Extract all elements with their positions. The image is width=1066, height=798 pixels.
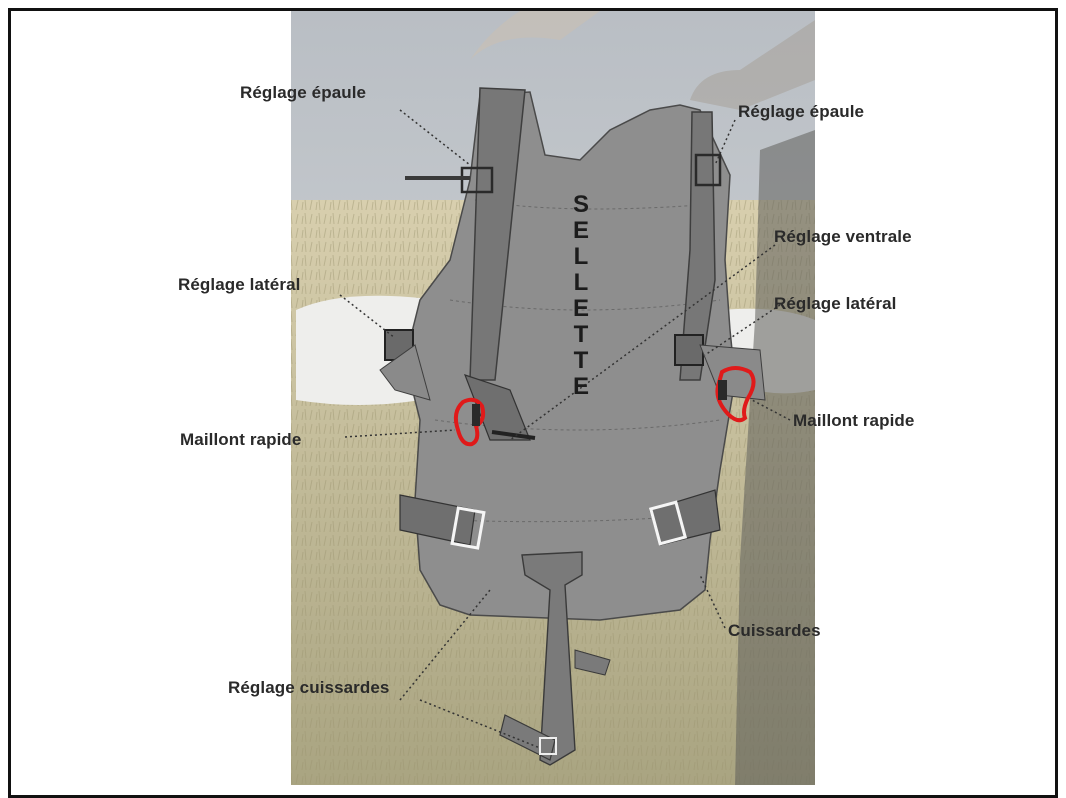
harness-title-letter: L bbox=[569, 244, 593, 270]
harness-title-letter: E bbox=[569, 374, 593, 400]
harness-title-letter: L bbox=[569, 270, 593, 296]
label-leg-strap-adjust: Réglage cuissardes bbox=[228, 678, 390, 698]
label-ventral-adjust: Réglage ventrale bbox=[774, 227, 912, 247]
harness-title-letter: S bbox=[569, 192, 593, 218]
label-shoulder-adjust-left: Réglage épaule bbox=[240, 83, 366, 103]
harness-title-letter: E bbox=[569, 218, 593, 244]
label-quick-link-left: Maillont rapide bbox=[180, 430, 301, 450]
harness-title-letter: T bbox=[569, 348, 593, 374]
harness-title-letter: T bbox=[569, 322, 593, 348]
label-lateral-adjust-left: Réglage latéral bbox=[178, 275, 300, 295]
harness-title-letter: E bbox=[569, 296, 593, 322]
label-quick-link-right: Maillont rapide bbox=[793, 411, 914, 431]
label-lateral-adjust-right: Réglage latéral bbox=[774, 294, 896, 314]
label-leg-straps: Cuissardes bbox=[728, 621, 821, 641]
label-shoulder-adjust-right: Réglage épaule bbox=[738, 102, 864, 122]
